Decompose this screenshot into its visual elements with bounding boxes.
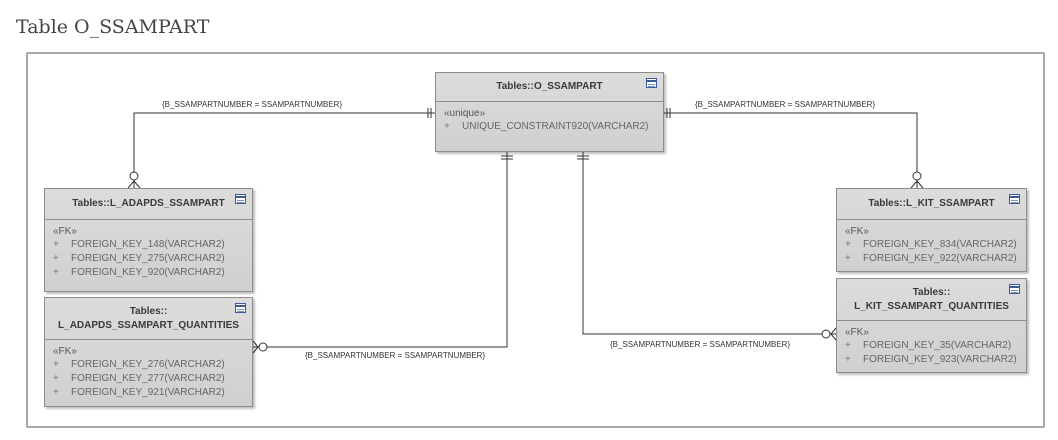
attribute-text: FOREIGN_KEY_35(VARCHAR2) [863,340,1012,351]
attribute-text: FOREIGN_KEY_277(VARCHAR2) [71,373,225,384]
attribute-text: FOREIGN_KEY_920(VARCHAR2) [71,267,225,278]
page-title: Table O_SSAMPART [16,16,210,38]
table-icon [235,303,246,313]
entity-l-kit-ssampart-quantities[interactable]: Tables:: L_KIT_SSAMPART_QUANTITIES «FK» … [836,278,1027,373]
visibility-marker: + [53,239,59,250]
visibility-marker: + [845,253,851,264]
entity-header: Tables:: L_KIT_SSAMPART_QUANTITIES [837,279,1026,321]
attribute-text: FOREIGN_KEY_275(VARCHAR2) [71,253,225,264]
attribute-row[interactable]: + FOREIGN_KEY_275(VARCHAR2) [53,252,252,266]
entity-body: «FK» + FOREIGN_KEY_35(VARCHAR2) + FOREIG… [837,321,1026,367]
visibility-marker: + [845,340,851,351]
attribute-text: FOREIGN_KEY_276(VARCHAR2) [71,359,225,370]
visibility-marker: + [53,373,59,384]
entity-body: «unique» + UNIQUE_CONSTRAINT920(VARCHAR2… [436,102,663,134]
stereotype-label: «FK» [53,346,77,357]
entity-name: Tables::L_KIT_SSAMPART [868,198,995,209]
attribute-text: FOREIGN_KEY_922(VARCHAR2) [863,253,1017,264]
attribute-row[interactable]: + FOREIGN_KEY_277(VARCHAR2) [53,372,252,386]
connector-label-l-kit-ssampart: {B_SSAMPARTNUMBER = SSAMPARTNUMBER} [695,100,876,109]
connector-to-l-adapds-ssampart-quantities[interactable] [252,152,513,354]
stereotype-label: «FK» [845,327,869,338]
diagram-frame [26,52,1045,428]
connector-to-l-kit-ssampart-quantities[interactable] [577,152,837,341]
visibility-marker: + [53,253,59,264]
attribute-row[interactable]: + FOREIGN_KEY_921(VARCHAR2) [53,386,252,400]
entity-body: «FK» + FOREIGN_KEY_276(VARCHAR2) + FOREI… [45,340,252,400]
entity-body: «FK» + FOREIGN_KEY_834(VARCHAR2) + FOREI… [837,220,1026,266]
entity-header: Tables::L_KIT_SSAMPART [837,189,1026,220]
entity-header: Tables::L_ADAPDS_SSAMPART [45,189,252,220]
entity-name: Tables::O_SSAMPART [496,81,603,92]
visibility-marker: + [53,359,59,370]
entity-l-adapds-ssampart-quantities[interactable]: Tables:: L_ADAPDS_SSAMPART_QUANTITIES «F… [44,297,253,407]
stereotype-label: «FK» [53,226,77,237]
attribute-text: FOREIGN_KEY_834(VARCHAR2) [863,239,1017,250]
entity-body: «FK» + FOREIGN_KEY_148(VARCHAR2) + FOREI… [45,220,252,280]
connector-label-l-kit-ssampart-quantities: {B_SSAMPARTNUMBER = SSAMPARTNUMBER} [610,340,791,349]
attribute-text: FOREIGN_KEY_148(VARCHAR2) [71,239,225,250]
table-icon [235,194,246,204]
connector-label-l-adapds-ssampart: {B_SSAMPARTNUMBER = SSAMPARTNUMBER} [162,100,343,109]
visibility-marker: + [53,387,59,398]
entity-o-ssampart[interactable]: Tables::O_SSAMPART «unique» + UNIQUE_CON… [435,72,664,152]
entity-name-line2: L_KIT_SSAMPART_QUANTITIES [854,300,1009,312]
entity-name: Tables::L_ADAPDS_SSAMPART [72,198,225,209]
attribute-row[interactable]: + FOREIGN_KEY_35(VARCHAR2) [845,339,1026,353]
table-icon [1009,194,1020,204]
attribute-row[interactable]: + UNIQUE_CONSTRAINT920(VARCHAR2) [444,120,663,134]
attribute-row[interactable]: + FOREIGN_KEY_276(VARCHAR2) [53,358,252,372]
connector-to-l-adapds-ssampart[interactable] [127,108,435,189]
entity-name-line1: Tables:: [912,286,951,298]
attribute-row[interactable]: + FOREIGN_KEY_920(VARCHAR2) [53,266,252,280]
entity-name-line2: L_ADAPDS_SSAMPART_QUANTITIES [58,319,239,331]
stereotype-label: «FK» [845,226,869,237]
visibility-marker: + [53,267,59,278]
attribute-row[interactable]: + FOREIGN_KEY_148(VARCHAR2) [53,238,252,252]
stereotype-label: «unique» [444,108,486,119]
table-icon [646,78,657,88]
visibility-marker: + [444,121,450,132]
table-icon [1009,284,1020,294]
attribute-row[interactable]: + FOREIGN_KEY_922(VARCHAR2) [845,252,1026,266]
attribute-text: FOREIGN_KEY_923(VARCHAR2) [863,354,1017,365]
visibility-marker: + [845,354,851,365]
connector-label-l-adapds-ssampart-quantities: {B_SSAMPARTNUMBER = SSAMPARTNUMBER} [305,351,486,360]
attribute-text: UNIQUE_CONSTRAINT920(VARCHAR2) [462,121,649,132]
entity-header: Tables::O_SSAMPART [436,73,663,102]
visibility-marker: + [845,239,851,250]
entity-header: Tables:: L_ADAPDS_SSAMPART_QUANTITIES [45,298,252,340]
entity-l-adapds-ssampart[interactable]: Tables::L_ADAPDS_SSAMPART «FK» + FOREIGN… [44,188,253,292]
entity-l-kit-ssampart[interactable]: Tables::L_KIT_SSAMPART «FK» + FOREIGN_KE… [836,188,1027,272]
entity-name-line1: Tables:: [129,305,168,317]
attribute-row[interactable]: + FOREIGN_KEY_923(VARCHAR2) [845,353,1026,367]
attribute-text: FOREIGN_KEY_921(VARCHAR2) [71,387,225,398]
connector-to-l-kit-ssampart[interactable] [663,108,924,189]
attribute-row[interactable]: + FOREIGN_KEY_834(VARCHAR2) [845,238,1026,252]
